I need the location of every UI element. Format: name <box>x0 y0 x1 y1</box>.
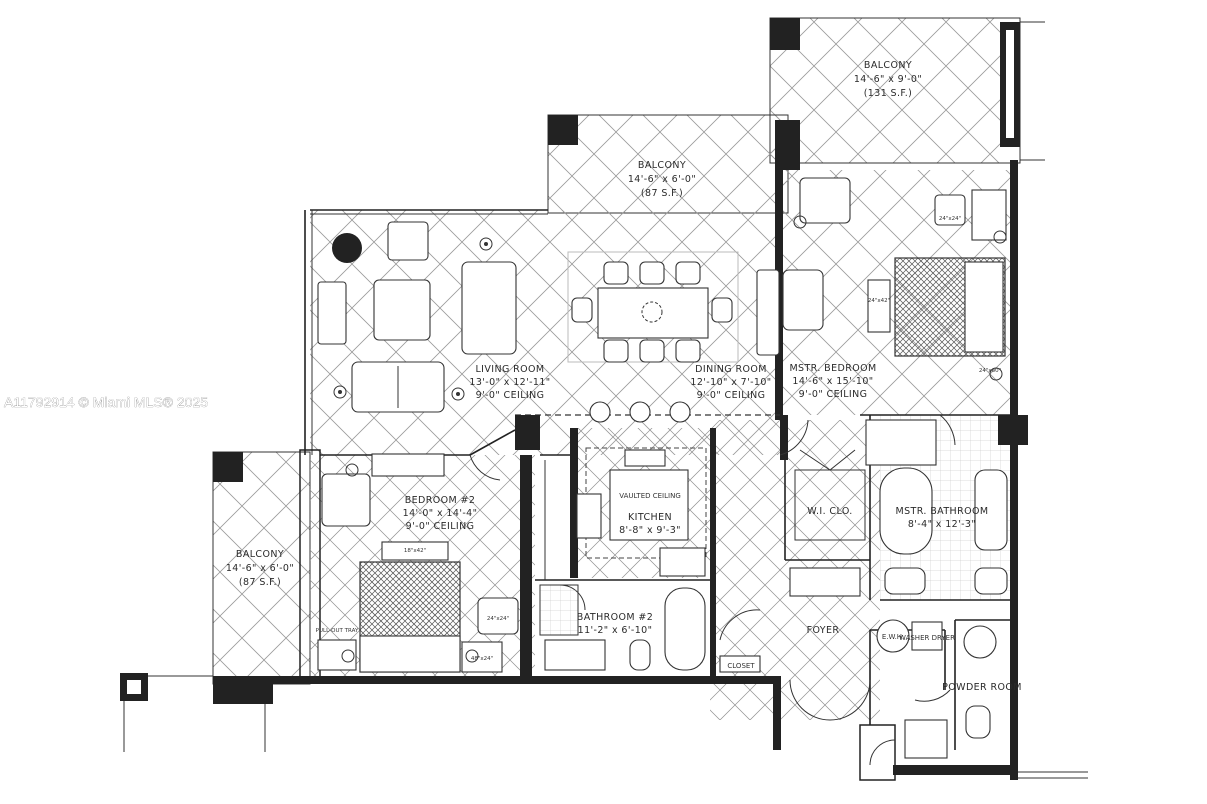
label-master-bedroom: MSTR. BEDROOM 14'-6" x 15'-10" 9'-0" CEI… <box>789 363 876 400</box>
svg-text:(87 S.F.): (87 S.F.) <box>239 577 281 588</box>
svg-text:14'-6" x 6'-0": 14'-6" x 6'-0" <box>628 174 696 185</box>
svg-text:14'-6" x 6'-0": 14'-6" x 6'-0" <box>226 563 294 574</box>
svg-text:POWDER ROOM: POWDER ROOM <box>942 682 1022 693</box>
svg-text:BALCONY: BALCONY <box>236 549 284 560</box>
svg-text:BALCONY: BALCONY <box>638 160 686 171</box>
master-bath-fixtures <box>789 419 1008 597</box>
balcony-top-right <box>769 17 1045 164</box>
label-kitchen: VAULTED CEILING KITCHEN 8'-8" x 9'-3" <box>619 492 681 536</box>
svg-text:WASHER DRYER: WASHER DRYER <box>899 634 955 642</box>
balcony-top-mid <box>547 114 800 214</box>
svg-text:11'-2" x 6'-10": 11'-2" x 6'-10" <box>578 625 653 636</box>
label-balcony-left: BALCONY 14'-6" x 6'-0" (87 S.F.) <box>226 549 294 588</box>
svg-text:24"x24": 24"x24" <box>487 616 509 622</box>
bedroom2-furniture <box>317 453 519 673</box>
svg-text:48"x24": 48"x24" <box>471 656 493 662</box>
label-balcony-top-mid: BALCONY 14'-6" x 6'-0" (87 S.F.) <box>628 160 696 199</box>
label-foyer: FOYER <box>807 625 840 636</box>
furniture-tags: 24"x24" 24"x42" 24"x60" 18"x42" 24"x24" … <box>316 216 1001 662</box>
svg-text:DINING ROOM: DINING ROOM <box>695 364 767 375</box>
svg-text:VAULTED CEILING: VAULTED CEILING <box>619 492 681 500</box>
utility-fixtures <box>719 619 997 759</box>
bathroom2-fixtures <box>539 584 706 671</box>
svg-text:14'-0" x 14'-4": 14'-0" x 14'-4" <box>403 508 478 519</box>
label-bathroom2: BATHROOM #2 11'-2" x 6'-10" <box>577 612 653 636</box>
svg-text:18"x42": 18"x42" <box>404 548 426 554</box>
label-master-bath: MSTR. BATHROOM 8'-4" x 12'-3" <box>896 506 989 530</box>
svg-text:13'-0" x 12'-11": 13'-0" x 12'-11" <box>469 377 550 388</box>
svg-text:12'-10" x 7'-10": 12'-10" x 7'-10" <box>690 377 771 388</box>
svg-text:PULL-OUT TRAY: PULL-OUT TRAY <box>316 628 359 634</box>
svg-text:9'-0" CEILING: 9'-0" CEILING <box>799 389 868 400</box>
dining-furniture <box>567 251 780 423</box>
svg-text:24"x60": 24"x60" <box>979 368 1001 374</box>
label-balcony-top-right: BALCONY 14'-6" x 9'-0" (131 S.F.) <box>854 60 922 99</box>
svg-text:8'-8" x 9'-3": 8'-8" x 9'-3" <box>619 525 681 536</box>
svg-text:W.I. CLO.: W.I. CLO. <box>807 506 852 517</box>
svg-text:BATHROOM #2: BATHROOM #2 <box>577 612 653 623</box>
label-washer-dryer: E.W.H. WASHER DRYER <box>882 633 955 642</box>
svg-text:14'-6" x 9'-0": 14'-6" x 9'-0" <box>854 74 922 85</box>
svg-text:9'-0" CEILING: 9'-0" CEILING <box>697 390 766 401</box>
svg-text:8'-4" x 12'-3": 8'-4" x 12'-3" <box>908 519 976 530</box>
svg-text:(87 S.F.): (87 S.F.) <box>641 188 683 199</box>
master-bedroom-furniture <box>782 177 1007 381</box>
svg-text:CLOSET: CLOSET <box>727 662 755 670</box>
svg-text:MSTR. BEDROOM: MSTR. BEDROOM <box>789 363 876 374</box>
svg-text:FOYER: FOYER <box>807 625 840 636</box>
balcony-left <box>120 451 311 752</box>
label-closet: CLOSET <box>727 662 755 670</box>
label-living-room: LIVING ROOM 13'-0" x 12'-11" 9'-0" CEILI… <box>469 364 550 401</box>
svg-text:BALCONY: BALCONY <box>864 60 912 71</box>
svg-text:KITCHEN: KITCHEN <box>628 512 672 523</box>
svg-text:(131 S.F.): (131 S.F.) <box>864 88 913 99</box>
svg-text:24"x24": 24"x24" <box>939 216 961 222</box>
living-room-furniture <box>317 221 517 413</box>
svg-text:E.W.H.: E.W.H. <box>882 633 904 641</box>
svg-text:9'-0" CEILING: 9'-0" CEILING <box>476 390 545 401</box>
svg-text:BEDROOM #2: BEDROOM #2 <box>405 495 476 506</box>
label-wic: W.I. CLO. <box>807 506 852 517</box>
watermark-text: A11792914 © Miami MLS® 2025 <box>4 394 208 410</box>
kitchen-fixtures <box>576 447 707 577</box>
label-powder-room: POWDER ROOM <box>942 682 1022 693</box>
svg-text:9'-0" CEILING: 9'-0" CEILING <box>406 521 475 532</box>
svg-text:LIVING ROOM: LIVING ROOM <box>475 364 544 375</box>
svg-text:24"x42": 24"x42" <box>868 298 890 304</box>
svg-text:14'-6" x 15'-10": 14'-6" x 15'-10" <box>792 376 873 387</box>
label-dining-room: DINING ROOM 12'-10" x 7'-10" 9'-0" CEILI… <box>690 364 771 401</box>
svg-text:MSTR. BATHROOM: MSTR. BATHROOM <box>896 506 989 517</box>
label-bedroom2: BEDROOM #2 14'-0" x 14'-4" 9'-0" CEILING <box>403 495 478 532</box>
